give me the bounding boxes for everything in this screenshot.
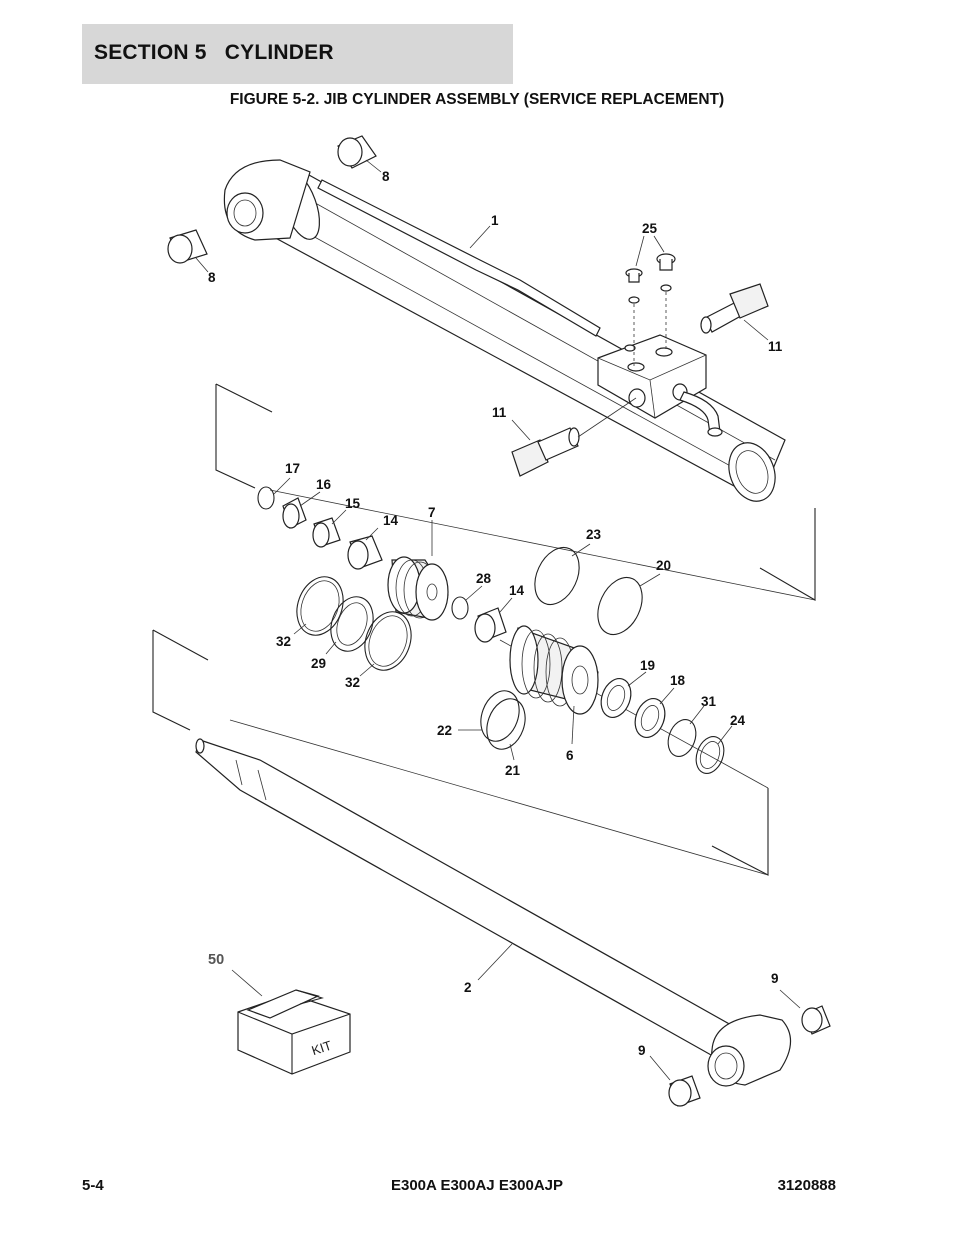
leader-lines bbox=[195, 159, 801, 1081]
seal-32-upper bbox=[296, 576, 344, 636]
footer-page-number: 5-4 bbox=[82, 1177, 104, 1194]
kit-box: KIT bbox=[237, 989, 351, 1075]
o-ring-28 bbox=[451, 596, 469, 620]
callout-15: 15 bbox=[345, 496, 361, 511]
seal-18 bbox=[634, 698, 666, 738]
callout-31: 31 bbox=[701, 694, 717, 709]
bushing-14-right bbox=[474, 607, 507, 643]
bushing-9-left bbox=[668, 1075, 701, 1107]
callout-20: 20 bbox=[656, 558, 671, 573]
callout-22: 22 bbox=[437, 723, 452, 738]
callout-14-left: 14 bbox=[383, 513, 399, 528]
callout-17: 17 bbox=[285, 461, 300, 476]
ring-17 bbox=[257, 486, 275, 510]
figure-title: FIGURE 5-2. JIB CYLINDER ASSEMBLY (SERVI… bbox=[229, 91, 725, 108]
seal-21-22 bbox=[480, 690, 526, 750]
callout-11-lower: 11 bbox=[492, 405, 507, 420]
wiper-19 bbox=[600, 678, 632, 718]
callout-28: 28 bbox=[476, 571, 492, 586]
callout-2: 2 bbox=[464, 980, 472, 995]
callout-8-upper: 8 bbox=[382, 169, 390, 184]
callout-25: 25 bbox=[642, 221, 658, 236]
callout-labels: 8 8 1 25 11 11 17 16 15 14 7 28 14 23 20… bbox=[208, 169, 783, 1058]
fitting-25-right bbox=[656, 253, 676, 292]
callout-1: 1 bbox=[491, 213, 499, 228]
nut-16 bbox=[282, 497, 307, 529]
ring-31 bbox=[667, 719, 697, 757]
callout-29: 29 bbox=[311, 656, 326, 671]
piston-7 bbox=[387, 556, 449, 621]
bushing-9-right bbox=[801, 1005, 831, 1035]
cartridge-11-upper bbox=[700, 283, 769, 334]
callout-9-right: 9 bbox=[771, 971, 779, 986]
callout-32-lower: 32 bbox=[345, 675, 360, 690]
callout-50: 50 bbox=[208, 952, 224, 968]
fitting-25-left bbox=[625, 268, 643, 304]
callout-19: 19 bbox=[640, 658, 655, 673]
section-banner: SECTION 5 CYLINDER bbox=[82, 24, 513, 84]
head-6 bbox=[509, 625, 599, 715]
ring-23 bbox=[534, 546, 580, 606]
seal-29 bbox=[330, 596, 374, 652]
piston-rod bbox=[195, 738, 792, 1087]
cylinder-barrel bbox=[223, 159, 786, 502]
callout-32-upper: 32 bbox=[276, 634, 291, 649]
callout-18: 18 bbox=[670, 673, 686, 688]
valve-block bbox=[597, 334, 723, 437]
callout-23: 23 bbox=[586, 527, 602, 542]
bushing-14-left bbox=[347, 535, 383, 570]
callout-7: 7 bbox=[428, 505, 436, 520]
callout-14-right: 14 bbox=[509, 583, 525, 598]
footer-doc-number: 3120888 bbox=[777, 1177, 836, 1194]
callout-11-upper: 11 bbox=[768, 339, 783, 354]
callout-8-lower: 8 bbox=[208, 270, 216, 285]
callout-21: 21 bbox=[505, 763, 521, 778]
callout-9-left: 9 bbox=[638, 1043, 646, 1058]
footer-models: E300A E300AJ E300AJP bbox=[390, 1177, 564, 1194]
bushing-8-lower bbox=[167, 229, 208, 264]
cartridge-11-lower bbox=[511, 427, 580, 477]
section-title: SECTION 5 CYLINDER bbox=[94, 41, 334, 64]
kit-box-label: KIT bbox=[310, 1038, 334, 1059]
seal-32-lower bbox=[364, 611, 412, 671]
ring-20 bbox=[597, 576, 643, 636]
spacer-15 bbox=[312, 517, 341, 548]
callout-16: 16 bbox=[316, 477, 332, 492]
callout-6: 6 bbox=[566, 748, 574, 763]
callout-24: 24 bbox=[730, 713, 746, 728]
ring-24 bbox=[695, 736, 725, 774]
